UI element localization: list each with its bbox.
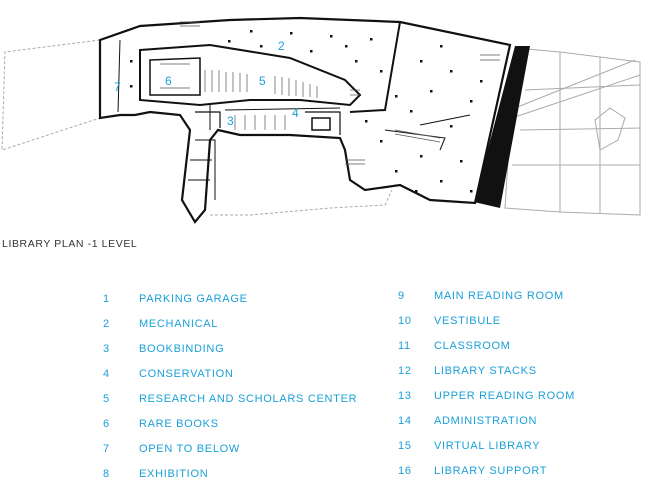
legend-number: 10 [398, 314, 412, 327]
legend-label: UPPER READING ROOM [434, 389, 575, 402]
legend-number: 14 [398, 414, 412, 427]
legend-label: RARE BOOKS [139, 417, 219, 430]
plaza-grid [504, 47, 641, 216]
legend-item: 10 VESTIBULE [398, 308, 575, 333]
interior-walls [117, 21, 471, 200]
legend-item: 16 LIBRARY SUPPORT [398, 458, 575, 483]
plan-title: LIBRARY PLAN -1 LEVEL [2, 238, 138, 250]
legend-number: 15 [398, 439, 412, 452]
legend-number: 12 [398, 364, 412, 377]
site-outline-left [1, 39, 101, 151]
legend-item: 5 RESEARCH AND SCHOLARS CENTER [103, 386, 357, 411]
legend-label: PARKING GARAGE [139, 292, 248, 305]
legend-item: 11 CLASSROOM [398, 333, 575, 358]
legend-number: 9 [398, 289, 405, 302]
legend-label: OPEN TO BELOW [139, 442, 240, 455]
legend-label: RESEARCH AND SCHOLARS CENTER [139, 392, 358, 405]
site-outline-bottom [210, 189, 393, 216]
legend-number: 7 [103, 442, 110, 455]
legend-label: VIRTUAL LIBRARY [434, 439, 541, 452]
legend-item: 1 PARKING GARAGE [103, 286, 357, 311]
legend-item: 14 ADMINISTRATION [398, 408, 575, 433]
legend-item: 8 EXHIBITION [103, 461, 357, 486]
legend-item: 3 BOOKBINDING [103, 336, 357, 361]
legend-number: 8 [103, 467, 110, 480]
legend-label: ADMINISTRATION [434, 414, 538, 427]
stack-shelving [160, 21, 500, 165]
label-2: 2 [278, 39, 285, 53]
legend-label: MECHANICAL [139, 317, 219, 330]
legend-item: 7 OPEN TO BELOW [103, 436, 357, 461]
legend-item: 9 MAIN READING ROOM [398, 283, 575, 308]
legend-label: BOOKBINDING [139, 342, 225, 355]
building-outline [98, 16, 512, 224]
label-5: 5 [259, 74, 266, 88]
legend-number: 4 [103, 367, 110, 380]
legend-label: CONSERVATION [139, 367, 234, 380]
legend-number: 3 [103, 342, 110, 355]
column-grid [130, 30, 493, 193]
legend-label: LIBRARY SUPPORT [434, 464, 548, 477]
legend-item: 2 MECHANICAL [103, 311, 357, 336]
legend-number: 13 [398, 389, 412, 402]
legend-left-column: 1 PARKING GARAGE 2 MECHANICAL 3 BOOKBINDING… [103, 286, 357, 486]
legend-number: 1 [103, 292, 110, 305]
legend-number: 6 [103, 417, 110, 430]
label-7: 7 [114, 80, 121, 94]
legend-item: 4 CONSERVATION [103, 361, 357, 386]
legend-right-column: 9 MAIN READING ROOM 10 VESTIBULE 11 CLASSRO… [398, 283, 575, 483]
label-3: 3 [227, 114, 234, 128]
legend-number: 16 [398, 464, 412, 477]
legend-item: 13 UPPER READING ROOM [398, 383, 575, 408]
wall-slab [474, 46, 530, 208]
legend-label: MAIN READING ROOM [434, 289, 564, 302]
legend-label: CLASSROOM [434, 339, 511, 352]
legend-item: 12 LIBRARY STACKS [398, 358, 575, 383]
legend-label: EXHIBITION [139, 467, 209, 480]
legend-number: 5 [103, 392, 110, 405]
legend-number: 11 [398, 339, 411, 352]
legend-number: 2 [103, 317, 110, 330]
legend-item: 6 RARE BOOKS [103, 411, 357, 436]
label-6: 6 [165, 74, 172, 88]
legend-item: 15 VIRTUAL LIBRARY [398, 433, 575, 458]
legend-label: LIBRARY STACKS [434, 364, 537, 377]
legend-label: VESTIBULE [434, 314, 501, 327]
floor-plan: 2 6 5 7 4 3 [1, 16, 641, 224]
label-4: 4 [292, 106, 299, 120]
